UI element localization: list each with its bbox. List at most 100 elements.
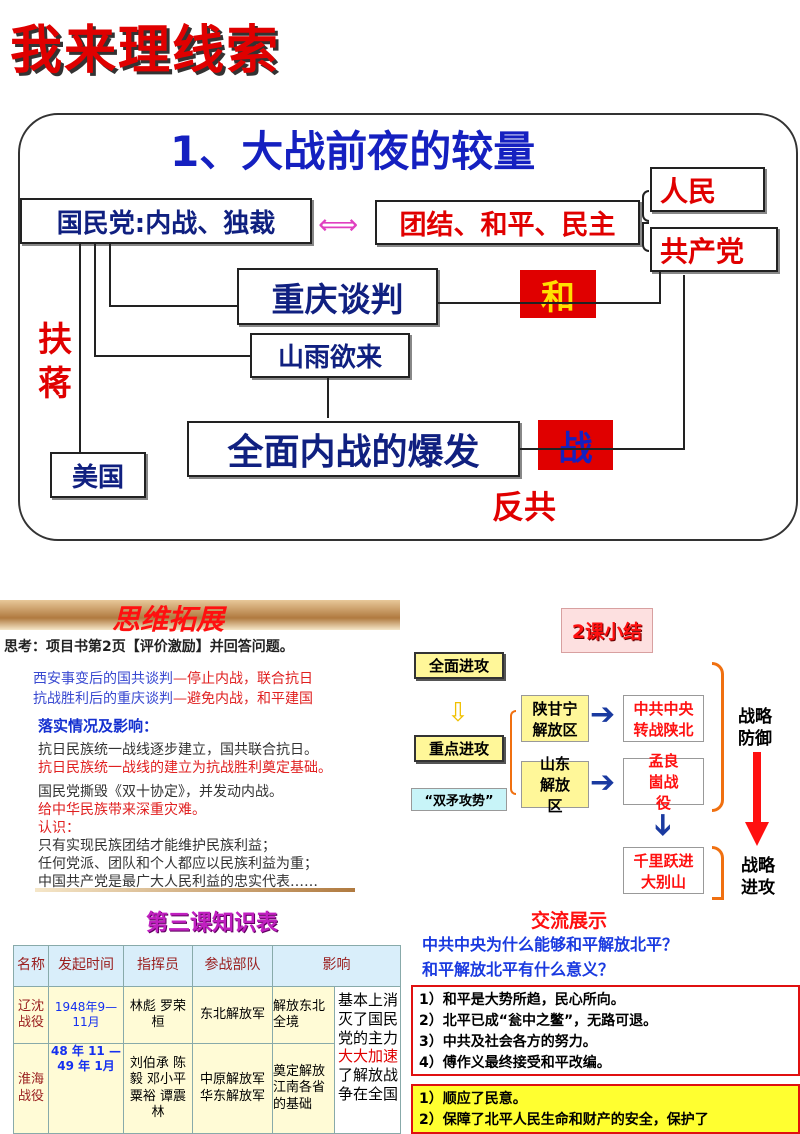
unity-box: 团结、和平、民主: [375, 200, 640, 245]
summary-scroll: 2课小结: [561, 608, 653, 653]
col-header: 名称: [13, 945, 49, 987]
line-b: —避免内战，和平建国: [173, 691, 313, 707]
cell: 东北解放军: [192, 986, 273, 1044]
cell: 淮海战役: [13, 1043, 49, 1134]
diagram-title: 1、大战前夜的较量: [170, 127, 536, 176]
connector-line: [79, 244, 81, 452]
connector-line: [94, 355, 250, 357]
reason-item: 4）傅作义最终接受和平改编。: [419, 1055, 611, 1071]
civilwar-box: 全面内战的爆发: [187, 421, 520, 477]
text-line: 抗日民族统一战线的建立为抗战胜利奠定基础。: [38, 760, 332, 776]
dabieshan-box: 千里跃进大别山: [623, 847, 704, 894]
double-spear-box: “双矛攻势”: [411, 788, 507, 811]
support-chiang-label: 扶蒋: [38, 320, 72, 405]
reason-item: 3）中共及社会各方的努力。: [419, 1034, 597, 1050]
brace-icon: [510, 710, 516, 795]
sgn-region-box: 陕甘宁解放区: [521, 695, 589, 742]
shanyu-box: 山雨欲来: [250, 333, 410, 378]
slide-title: 我来理线索: [10, 21, 281, 81]
impact-title: 落实情况及影响：: [38, 717, 159, 735]
cell: 48 年 11 — 49 年 1月: [48, 1043, 124, 1134]
meaning-box: 1）顺应了民意。 2）保障了北平人民生命和财产的安全，保护了: [411, 1084, 800, 1134]
war-label: 战: [538, 420, 613, 470]
cell: 辽沈战役: [13, 986, 49, 1044]
connector-line: [109, 305, 237, 307]
connector-line: [659, 272, 661, 304]
connector-line: [683, 275, 685, 450]
ccp-central-box: 中共中央转战陕北: [623, 695, 704, 742]
knowledge-table: 名称 发起时间 指挥员 参战部队 影响 辽沈战役 1948年9—11月 林彪 罗…: [13, 945, 401, 1134]
connector-line: [109, 244, 111, 306]
brace-icon: [712, 846, 724, 900]
brace-icon: [712, 662, 724, 812]
impact-text: 抗日民族统一战线逐步建立，国共联合抗日。 抗日民族统一战线的建立为抗战胜利奠定基…: [38, 741, 332, 891]
summary-text: 基本上消灭了国民党的主力: [338, 991, 399, 1047]
brace-icon: [642, 222, 649, 252]
peace-label: 和: [520, 270, 596, 318]
text-line: 给中华民族带来深重灾难。: [38, 802, 206, 818]
prompt-text: 思考：项目书第2页【评价激励】并回答问题。: [4, 639, 294, 655]
text-line: 认识：: [38, 820, 80, 836]
down-arrow-icon: ⇩: [447, 698, 469, 728]
double-arrow-icon: ⟺: [318, 208, 359, 241]
col-header: 发起时间: [48, 945, 124, 987]
text-line: 任何党派、团队和个人都应以民族利益为重；: [38, 856, 318, 872]
anti-communist-label: 反共: [492, 488, 557, 526]
usa-box: 美国: [50, 452, 146, 498]
menglianggu-box: 孟良崮战役: [623, 752, 704, 812]
progress-arrow-shaft: [753, 752, 761, 824]
line-a: 西安事变后的国共谈判: [33, 671, 173, 687]
question-1: 中共中央为什么能够和平解放北平？: [422, 935, 679, 954]
cell: 中原解放军 华东解放军: [192, 1043, 273, 1134]
comparison-lines: 西安事变后的国共谈判—停止内战，联合抗日 抗战胜利后的重庆谈判—避免内战，和平建…: [33, 668, 313, 708]
summary-cell: 基本上消灭了国民党的主力大大加速了解放战争在全国: [334, 986, 401, 1134]
line-b: —停止内战，联合抗日: [173, 671, 313, 687]
table-row: 淮海战役 48 年 11 — 49 年 1月 刘伯承 陈毅 邓小平 粟裕 谭震林…: [13, 1043, 401, 1134]
people-box: 人民: [650, 167, 765, 212]
meaning-item: 1）顺应了民意。: [419, 1091, 527, 1107]
text-line: 抗日民族统一战线逐步建立，国共联合抗日。: [38, 742, 318, 758]
down-arrow-icon: ➔: [645, 812, 681, 838]
line-a: 抗战胜利后的重庆谈判: [33, 691, 173, 707]
key-offensive-box: 重点进攻: [414, 735, 504, 762]
table-row: 辽沈战役 1948年9—11月 林彪 罗荣桓 东北解放军 解放东北全境 基本上消…: [13, 986, 401, 1134]
header-banner: [0, 600, 400, 630]
cell: 1948年9—11月: [48, 986, 124, 1044]
reasons-box: 1）和平是大势所趋，民心所向。 2）北平已成“瓮中之鳖”，无路可退。 3）中共及…: [411, 985, 800, 1076]
summary-text: 了解放战争在全国: [338, 1066, 399, 1103]
reason-item: 2）北平已成“瓮中之鳖”，无路可退。: [419, 1013, 658, 1029]
connector-line: [520, 448, 685, 450]
meaning-item: 2）保障了北平人民生命和财产的安全，保护了: [419, 1112, 709, 1128]
kmt-box: 国民党:内战、独裁: [20, 198, 312, 244]
reason-item: 1）和平是大势所趋，民心所向。: [419, 992, 625, 1008]
ccp-box: 共产党: [650, 227, 778, 272]
connector-line: [94, 244, 96, 356]
chongqing-box: 重庆谈判: [237, 268, 438, 325]
question-2: 和平解放北平有什么意义？: [422, 960, 615, 979]
exchange-title: 交流展示: [531, 910, 608, 932]
divider: [35, 888, 355, 892]
cell: 解放东北全境: [272, 986, 335, 1044]
down-arrow-icon: [745, 822, 769, 846]
full-offensive-box: 全面进攻: [414, 652, 504, 679]
diagram-frame: [18, 113, 798, 541]
summary-highlight: 大大加速: [338, 1047, 399, 1066]
cell: 刘伯承 陈毅 邓小平 粟裕 谭震林: [123, 1043, 193, 1134]
cell: 奠定解放江南各省的基础: [272, 1043, 335, 1134]
connector-line: [438, 302, 660, 304]
shandong-region-box: 山东解放区: [521, 755, 589, 815]
table-title: 第三课知识表: [146, 911, 279, 936]
text-line: 只有实现民族团结才能维护民族利益；: [38, 838, 276, 854]
connector-line: [327, 378, 329, 418]
brace-icon: [642, 190, 649, 222]
col-header: 指挥员: [123, 945, 193, 987]
strategic-offense-label: 战略进攻: [741, 856, 775, 898]
right-arrow-icon: ➔: [590, 697, 616, 732]
text-line: 国民党撕毁《双十协定》，并发动内战。: [38, 784, 283, 800]
section-title: 思维拓展: [112, 603, 225, 636]
col-header: 影响: [272, 945, 401, 987]
strategic-defense-label: 战略防御: [738, 707, 772, 749]
col-header: 参战部队: [192, 945, 273, 987]
cell: 林彪 罗荣桓: [123, 986, 193, 1044]
text-line: 中国共产党是最广大人民利益的忠实代表……: [38, 874, 318, 890]
